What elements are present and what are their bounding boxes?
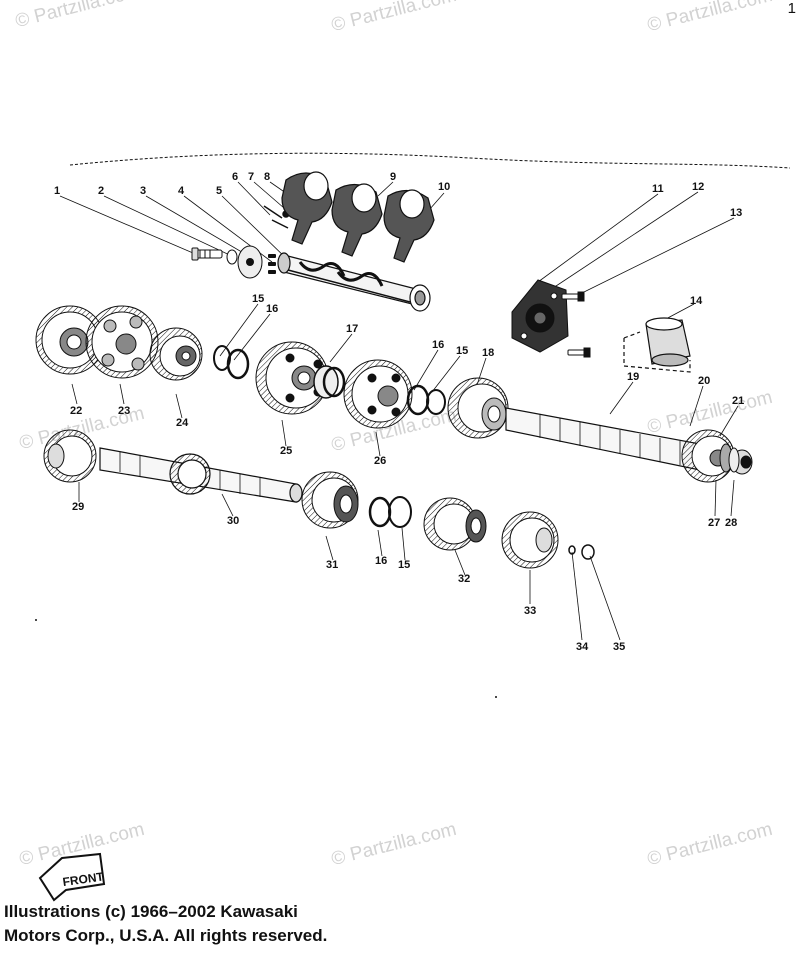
frame-outline [69, 152, 791, 169]
callout-28: 28 [725, 517, 737, 529]
washer-16-lower [368, 496, 392, 528]
callout-14: 14 [690, 295, 703, 307]
scan-speck [35, 619, 37, 621]
callout-11: 11 [652, 183, 664, 195]
callout-10: 10 [438, 181, 450, 193]
callout-27: 27 [708, 517, 720, 529]
callout-25: 25 [280, 445, 292, 457]
shift-drum-5 [277, 252, 431, 312]
gear-26 [343, 359, 413, 429]
callout-8: 8 [264, 171, 270, 183]
callout-labels: 1 2 3 4 5 6 7 8 9 10 11 12 13 14 15 16 1… [54, 171, 744, 653]
scan-speck [495, 696, 497, 698]
front-label: FRONT [62, 869, 106, 889]
shift-forks-9 [281, 171, 435, 263]
callout-35: 35 [613, 641, 625, 653]
gear-18 [447, 377, 509, 439]
clip-34 [568, 545, 576, 555]
bushing-17 [313, 365, 346, 399]
callout-16-a: 16 [266, 303, 278, 315]
callout-15-a: 15 [252, 293, 264, 305]
ring-35 [581, 544, 595, 560]
callout-31: 31 [326, 559, 338, 571]
copyright-line-1: Illustrations (c) 1966–2002 Kawasaki [4, 902, 298, 921]
callout-23: 23 [118, 405, 130, 417]
gear-22 [35, 305, 105, 375]
gear-23 [85, 305, 159, 379]
cover-11 [511, 279, 569, 353]
callout-2: 2 [98, 185, 104, 197]
callout-6: 6 [232, 171, 238, 183]
callout-22: 22 [70, 405, 82, 417]
bolt-1 [191, 247, 223, 261]
callout-34: 34 [576, 641, 589, 653]
callout-12: 12 [692, 181, 704, 193]
callout-16-b: 16 [432, 339, 444, 351]
callout-26: 26 [374, 455, 386, 467]
callout-1: 1 [54, 185, 60, 197]
gear-31 [301, 471, 359, 529]
callout-16-c: 16 [375, 555, 387, 567]
washer-16-upper [226, 348, 250, 380]
bolt-13 [567, 347, 591, 358]
callout-17: 17 [346, 323, 358, 335]
callout-30: 30 [227, 515, 239, 527]
gear-32 [423, 497, 487, 551]
gear-29 [43, 429, 97, 483]
washer-28 [728, 447, 740, 473]
leader-lines [59, 181, 739, 641]
copyright-line-2: Motors Corp., U.S.A. All rights reserved… [4, 926, 328, 945]
callout-21: 21 [732, 395, 744, 407]
circlip-15-lower [388, 496, 412, 528]
gear-24 [149, 327, 203, 381]
output-shaft-19 [505, 407, 701, 471]
callout-5: 5 [216, 185, 222, 197]
callout-18: 18 [482, 347, 494, 359]
callout-13: 13 [730, 207, 742, 219]
callout-7: 7 [248, 171, 254, 183]
bushing-14 [623, 317, 691, 373]
bolt-12 [561, 291, 585, 302]
callout-9: 9 [390, 171, 396, 183]
callout-4: 4 [178, 185, 185, 197]
callout-24: 24 [176, 417, 189, 429]
plate-3 [237, 245, 263, 279]
callout-29: 29 [72, 501, 84, 513]
page-corner-mark: 1 [787, 0, 796, 17]
callout-19: 19 [627, 371, 639, 383]
input-shaft-30 [99, 447, 303, 503]
callout-32: 32 [458, 573, 470, 585]
gear-33 [501, 511, 559, 569]
pins-4 [268, 254, 276, 274]
gear-25 [255, 341, 329, 415]
callout-20: 20 [698, 375, 710, 387]
callout-15-c: 15 [398, 559, 410, 571]
callout-3: 3 [140, 185, 146, 197]
callout-15-b: 15 [456, 345, 468, 357]
circlip-15-mid [426, 389, 446, 415]
callout-33: 33 [524, 605, 536, 617]
front-arrow: FRONT [38, 852, 106, 902]
washer-2 [226, 249, 238, 265]
